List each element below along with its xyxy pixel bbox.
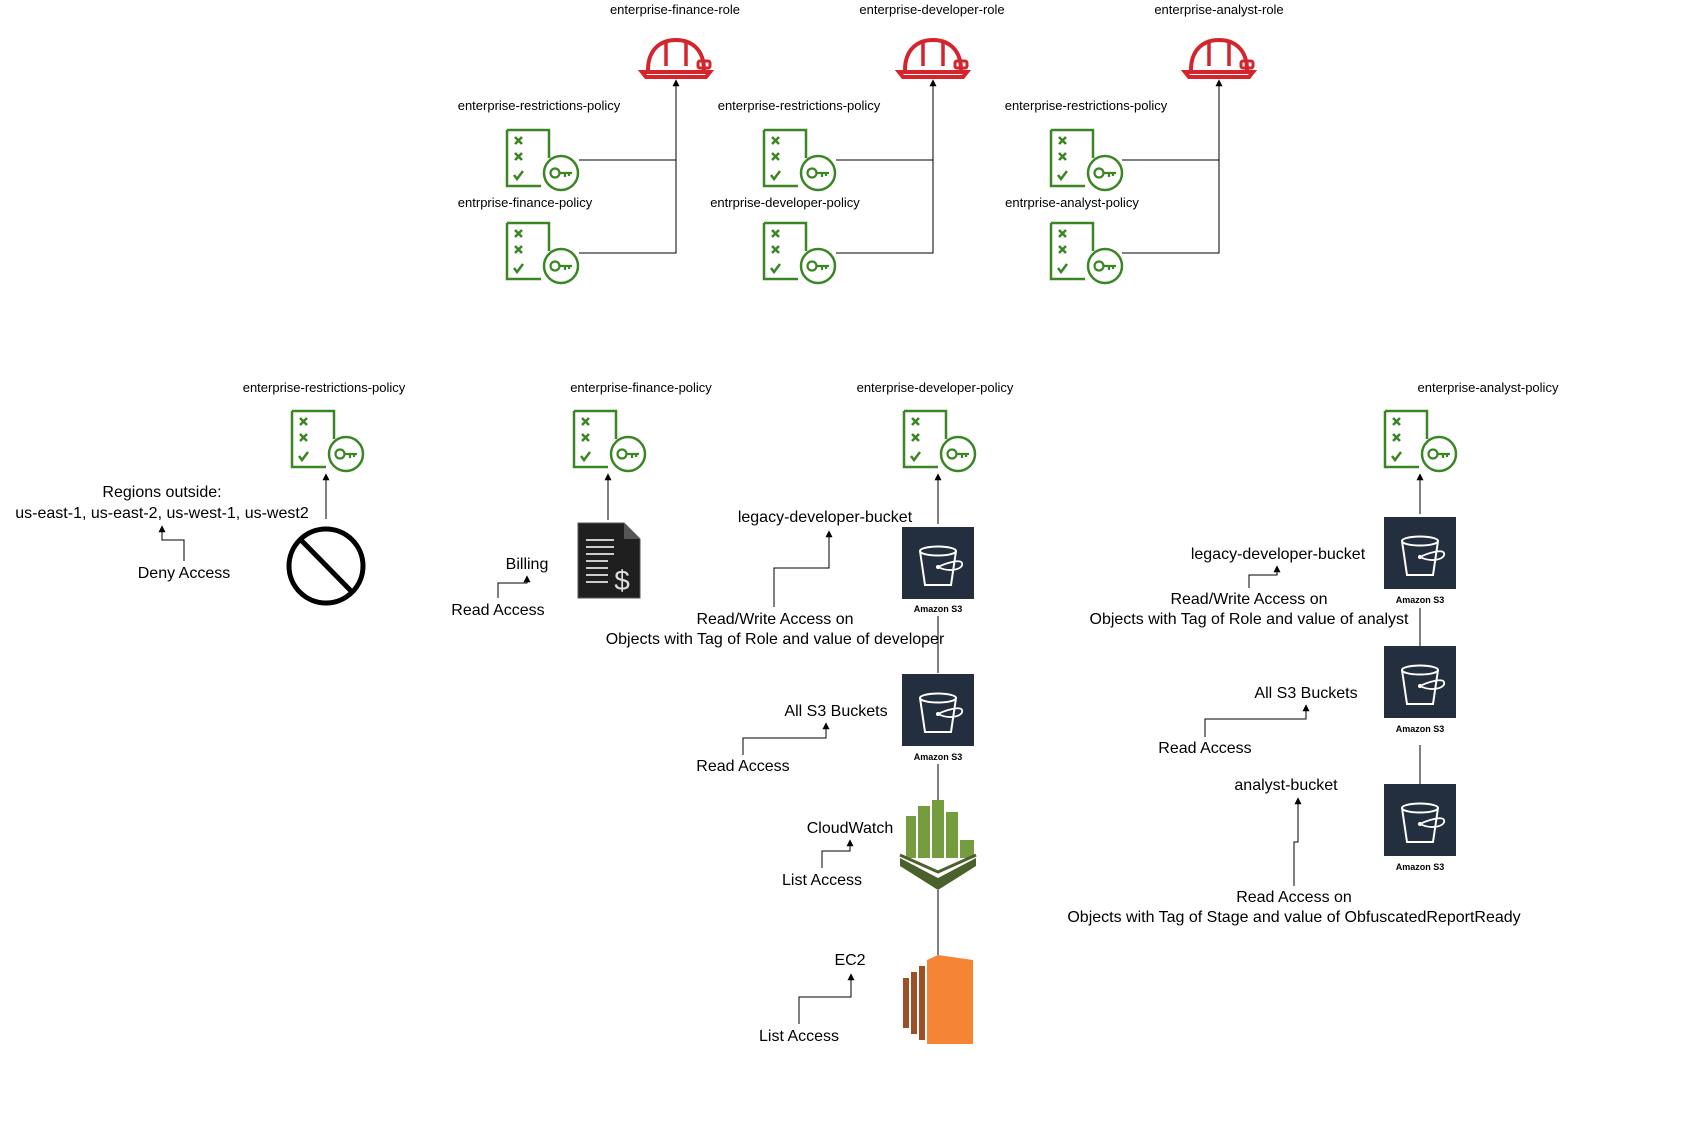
- analyst-s3-access-arrow: [1204, 704, 1310, 737]
- developer-legacy-s3-caption: Amazon S3: [914, 604, 963, 614]
- analyst-role-policy-a-icon: [1049, 128, 1124, 192]
- billing-label: Billing: [506, 556, 549, 573]
- developer-s3-label: All S3 Buckets: [784, 703, 887, 720]
- finance-role-policy-b-icon: [505, 221, 580, 285]
- analyst-legacy-s3-caption: Amazon S3: [1396, 595, 1445, 605]
- analyst-s3-access-label: Read Access: [1158, 740, 1251, 757]
- developer-policy-icon: [902, 409, 977, 473]
- finance-role-connector: [579, 80, 676, 254]
- finance-policy-icon: [572, 409, 647, 473]
- developer-bucket-label: legacy-developer-bucket: [738, 509, 913, 526]
- cloudwatch-label: CloudWatch: [807, 820, 894, 837]
- restrictions-policy-label: enterprise-restrictions-policy: [243, 380, 406, 395]
- cloudwatch-access-label: List Access: [782, 872, 862, 889]
- ec2-access-label: List Access: [759, 1028, 839, 1045]
- analyst-role-policy-b-icon: [1049, 221, 1124, 285]
- developer-role-policy-a-label: enterprise-restrictions-policy: [718, 98, 881, 113]
- developer-role-policy-b-label: entrprise-developer-policy: [710, 195, 860, 210]
- ec2-access-arrow: [798, 973, 855, 1024]
- analyst-bucket-access-line1: Read/Write Access on: [1170, 591, 1327, 608]
- restrictions-policy-icon: [290, 409, 365, 473]
- developer-s3-access-label: Read Access: [696, 758, 789, 775]
- developer-role-policy-a-icon: [762, 128, 837, 192]
- analyst-only-access-line1: Read Access on: [1236, 889, 1352, 906]
- analyst-legacy-s3-icon: [1383, 516, 1457, 590]
- developer-role-policy-b-icon: [762, 221, 837, 285]
- analyst-role-policy-b-label: entrprise-analyst-policy: [1005, 195, 1139, 210]
- analyst-role-connector: [1122, 80, 1219, 254]
- finance-access-arrow: [497, 575, 531, 598]
- finance-read-access-label: Read Access: [451, 602, 544, 619]
- analyst-s3-label: All S3 Buckets: [1254, 685, 1357, 702]
- analyst-bucket-s3-caption: Amazon S3: [1396, 862, 1445, 872]
- developer-role-name: enterprise-developer-role: [859, 2, 1004, 17]
- deny-access-arrow: [158, 525, 185, 561]
- regions-label-line2: us-east-1, us-east-2, us-west-1, us-west…: [15, 505, 309, 522]
- developer-bucket-access-arrow: [773, 530, 833, 607]
- deny-icon: [286, 526, 366, 606]
- analyst-policy-label: enterprise-analyst-policy: [1418, 380, 1559, 395]
- developer-policy-label: enterprise-developer-policy: [857, 380, 1014, 395]
- finance-policy-label: enterprise-finance-policy: [570, 380, 712, 395]
- finance-role-policy-a-label: enterprise-restrictions-policy: [458, 98, 621, 113]
- developer-s3-access-arrow: [742, 722, 830, 755]
- developer-role-icon: [897, 38, 969, 79]
- analyst-all-s3-icon: [1383, 645, 1457, 719]
- analyst-bucket-label: legacy-developer-bucket: [1191, 546, 1366, 563]
- analyst-role-icon: [1183, 38, 1255, 79]
- developer-legacy-s3-icon: [901, 526, 975, 600]
- finance-role-policy-b-label: entrprise-finance-policy: [458, 195, 593, 210]
- developer-all-s3-caption: Amazon S3: [914, 752, 963, 762]
- svg-text:$: $: [614, 565, 630, 596]
- ec2-icon: [903, 955, 973, 1044]
- analyst-role-name: enterprise-analyst-role: [1154, 2, 1283, 17]
- developer-bucket-access-line1: Read/Write Access on: [696, 611, 853, 628]
- developer-bucket-access-line2: Objects with Tag of Role and value of de…: [606, 631, 945, 648]
- finance-role-name: enterprise-finance-role: [610, 2, 740, 17]
- cloudwatch-access-arrow: [821, 839, 854, 868]
- analyst-bucket-access-arrow: [1248, 565, 1281, 588]
- analyst-all-s3-caption: Amazon S3: [1396, 724, 1445, 734]
- analyst-bucket-access-line2: Objects with Tag of Role and value of an…: [1090, 611, 1410, 628]
- finance-role-policy-a-icon: [505, 128, 580, 192]
- billing-icon: $: [577, 522, 641, 599]
- analyst-only-access-arrow: [1293, 797, 1302, 886]
- analyst-only-bucket-label: analyst-bucket: [1234, 777, 1338, 794]
- developer-all-s3-icon: [901, 673, 975, 747]
- analyst-role-policy-a-label: enterprise-restrictions-policy: [1005, 98, 1168, 113]
- finance-role-icon: [640, 38, 712, 79]
- regions-label-line1: Regions outside:: [102, 484, 221, 501]
- ec2-label: EC2: [834, 952, 865, 969]
- deny-access-label: Deny Access: [138, 565, 230, 582]
- developer-role-connector: [836, 80, 933, 254]
- cloudwatch-icon: [899, 800, 977, 890]
- analyst-policy-icon: [1383, 409, 1458, 473]
- analyst-bucket-s3-icon: [1383, 783, 1457, 857]
- analyst-only-access-line2: Objects with Tag of Stage and value of O…: [1067, 909, 1520, 926]
